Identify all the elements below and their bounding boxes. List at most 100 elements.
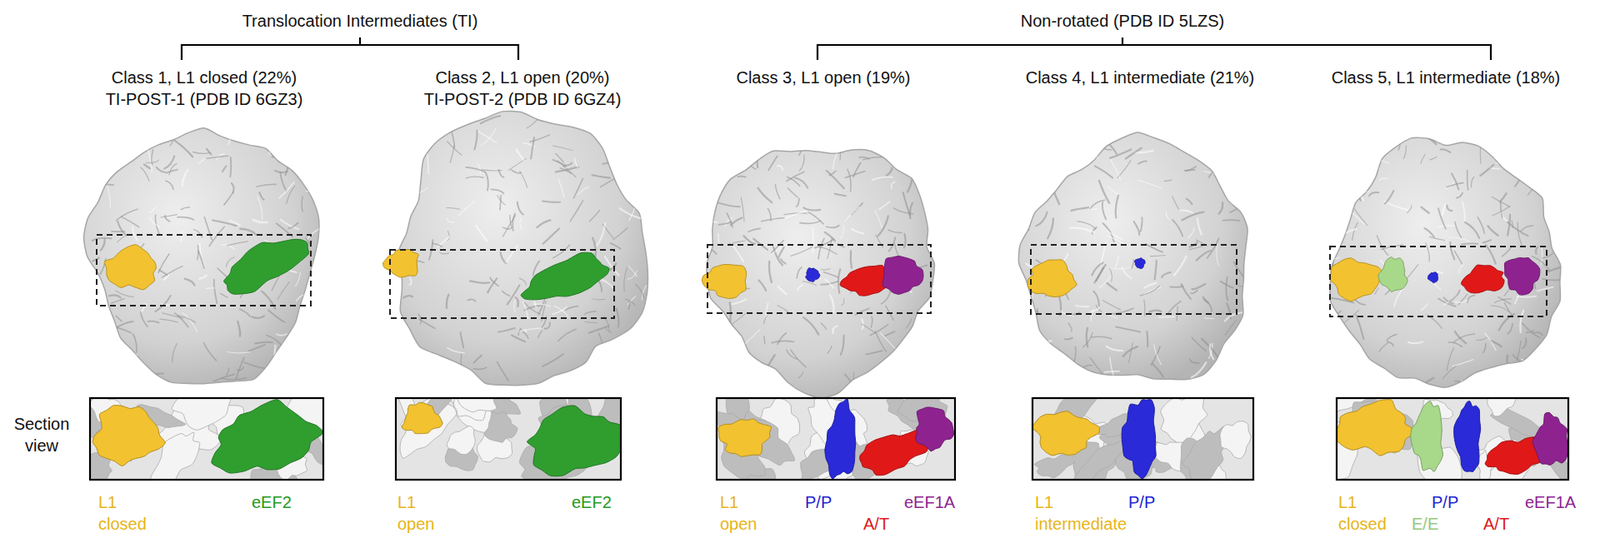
map-crease	[925, 215, 932, 226]
ligand-density	[1460, 265, 1505, 294]
map-crease	[305, 191, 319, 195]
map-crease	[1420, 304, 1428, 311]
map-crease	[1159, 315, 1175, 318]
map-crease	[803, 317, 819, 335]
section-density	[171, 398, 234, 430]
map-crease	[1195, 141, 1199, 151]
section-view	[1336, 398, 1569, 480]
map-crease	[1386, 334, 1397, 341]
map-crease	[1535, 247, 1538, 255]
map-crease	[1540, 177, 1556, 193]
map-crease	[231, 130, 249, 136]
map-crease	[1522, 323, 1540, 338]
map-crease	[891, 181, 895, 189]
map-crease	[1336, 361, 1340, 376]
map-crease	[1379, 343, 1388, 353]
map-crease	[748, 136, 752, 145]
map-crease	[626, 141, 631, 156]
map-crease	[259, 192, 264, 200]
map-crease	[1550, 237, 1556, 244]
map-crease	[1329, 310, 1341, 315]
map-crease	[519, 278, 526, 285]
map-crease	[95, 184, 115, 187]
map-crease	[432, 243, 442, 247]
map-crease	[906, 347, 916, 366]
map-crease	[1140, 217, 1143, 232]
map-crease	[1191, 337, 1206, 351]
ligand-density	[1427, 272, 1438, 284]
map-crease	[227, 241, 248, 246]
map-crease	[502, 290, 510, 296]
map-crease	[1099, 275, 1111, 288]
map-crease	[1476, 337, 1487, 340]
map-crease	[1068, 323, 1072, 332]
map-crease	[261, 140, 268, 145]
map-crease	[248, 345, 265, 352]
row-label: Section view	[14, 413, 70, 457]
map-crease	[1547, 215, 1557, 220]
map-crease	[400, 350, 407, 370]
map-crease	[150, 217, 160, 227]
map-crease	[156, 167, 166, 173]
map-crease	[628, 266, 637, 277]
map-crease	[1451, 173, 1459, 190]
map-crease	[475, 225, 487, 241]
map-crease	[637, 385, 640, 396]
map-crease	[825, 280, 834, 289]
map-crease	[1532, 332, 1543, 335]
map-crease	[182, 170, 189, 187]
map-crease	[875, 210, 883, 229]
map-crease	[787, 176, 800, 186]
map-crease	[1065, 338, 1073, 340]
map-crease	[800, 220, 821, 224]
map-crease	[600, 177, 616, 188]
map-crease	[148, 321, 160, 324]
map-crease	[877, 215, 888, 236]
map-crease	[180, 207, 190, 210]
map-crease	[1455, 300, 1468, 304]
map-crease	[1422, 378, 1434, 386]
map-crease	[109, 295, 121, 298]
map-crease	[761, 218, 785, 222]
map-crease	[756, 150, 758, 168]
map-crease	[465, 167, 485, 173]
map-crease	[888, 230, 902, 233]
map-crease	[446, 295, 450, 309]
map-crease	[1066, 377, 1079, 381]
map-crease	[1045, 361, 1061, 371]
map-crease	[253, 142, 262, 146]
map-crease	[640, 336, 641, 345]
map-crease	[537, 330, 542, 338]
density-label: L1 open	[397, 491, 435, 535]
map-crease	[628, 302, 630, 310]
map-crease	[1190, 359, 1200, 363]
map-crease	[151, 378, 160, 381]
map-crease	[769, 261, 772, 283]
map-crease	[802, 281, 817, 286]
map-crease	[246, 130, 251, 139]
map-crease	[1373, 160, 1377, 175]
map-crease	[589, 210, 600, 222]
map-crease	[1500, 202, 1503, 219]
map-crease	[393, 318, 408, 331]
ligand-density	[1378, 257, 1408, 293]
map-crease	[1080, 145, 1090, 158]
map-crease	[718, 222, 731, 225]
map-crease	[1516, 340, 1521, 361]
map-crease	[1107, 186, 1118, 195]
map-crease	[252, 315, 265, 319]
map-crease	[1446, 205, 1452, 211]
section-ligand	[1410, 401, 1444, 473]
map-crease	[620, 208, 641, 219]
section-ligand	[401, 402, 443, 434]
map-crease	[112, 137, 124, 140]
ligand-density	[840, 265, 890, 296]
map-crease	[480, 128, 496, 146]
ligand-density	[882, 255, 924, 295]
map-crease	[783, 210, 806, 219]
map-crease	[573, 178, 583, 199]
map-crease	[1489, 133, 1492, 148]
map-crease	[412, 352, 423, 361]
map-crease	[440, 252, 449, 254]
map-crease	[518, 328, 521, 335]
